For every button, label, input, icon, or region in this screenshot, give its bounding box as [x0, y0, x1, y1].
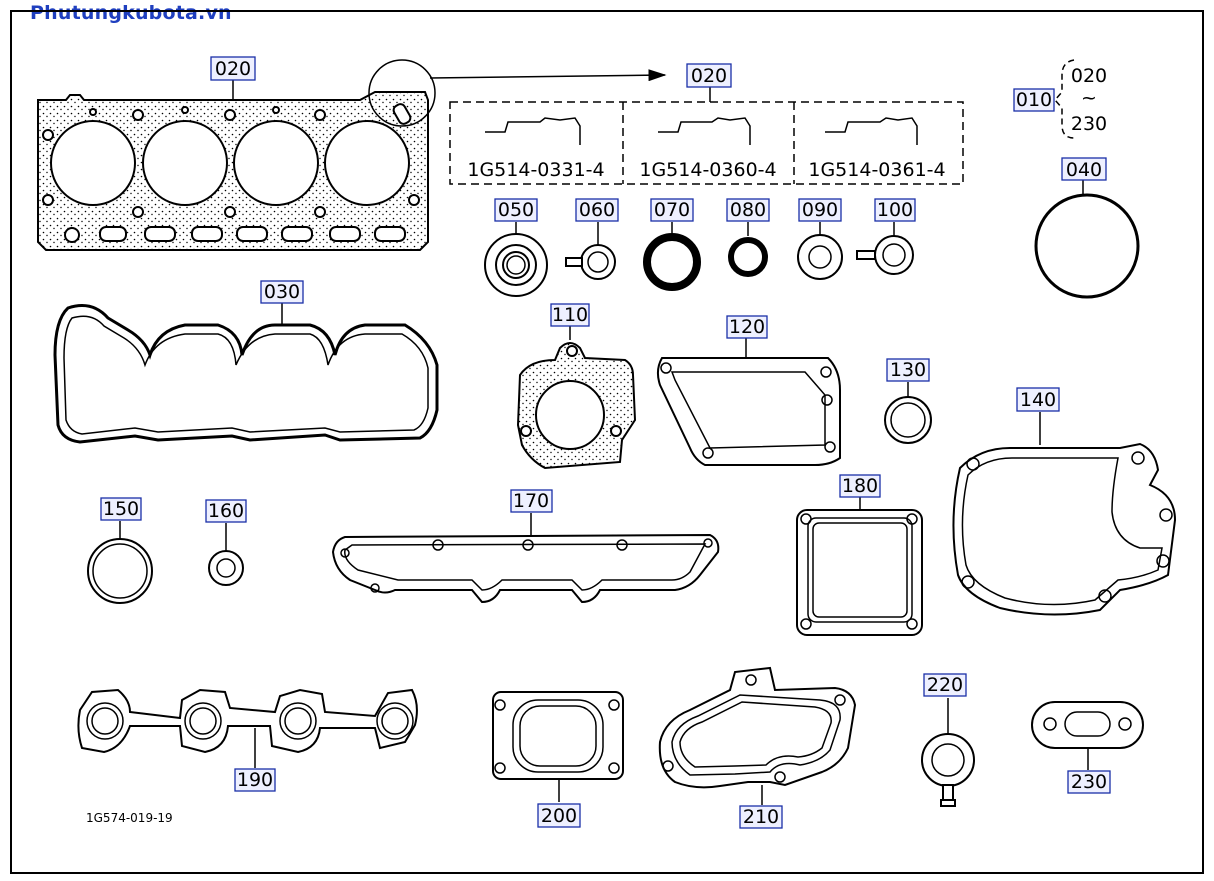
gasket-230 — [1031, 701, 1144, 770]
callout-130: 130 — [890, 359, 926, 381]
o-ring-040 — [1034, 193, 1140, 299]
intake-manifold-gasket-170 — [331, 513, 720, 604]
site-watermark: Phutungkubota.vn — [30, 2, 232, 24]
exhaust-manifold-gasket-190 — [77, 688, 418, 768]
callout-160: 160 — [208, 500, 244, 522]
diagram-frame — [10, 10, 1204, 874]
callout-110: 110 — [552, 304, 588, 326]
callout-150: 150 — [103, 498, 139, 520]
callout-080: 080 — [730, 199, 766, 221]
range-end-230: 230 — [1071, 113, 1107, 135]
gasket-200 — [492, 691, 624, 802]
oil-seal-050 — [484, 222, 548, 297]
callout-020-variants: 020 — [691, 65, 727, 87]
callout-010: 010 — [1016, 89, 1052, 111]
callout-060: 060 — [579, 199, 615, 221]
callout-labels: 020 020 010 020 ~ 230 1G514-0331-4 1G514… — [86, 56, 1111, 829]
range-start-020: 020 — [1071, 65, 1107, 87]
washer-090 — [797, 222, 843, 280]
gasket-180 — [796, 497, 923, 636]
callout-220: 220 — [927, 674, 963, 696]
callout-030: 030 — [264, 281, 300, 303]
o-ring-130 — [884, 382, 932, 444]
callout-190: 190 — [237, 769, 273, 791]
callout-020-head: 020 — [215, 58, 251, 80]
part-number-2: 1G514-0360-4 — [639, 159, 776, 181]
callout-210: 210 — [743, 806, 779, 828]
part-number-1: 1G514-0331-4 — [467, 159, 604, 181]
callout-170: 170 — [513, 490, 549, 512]
gasket-120 — [656, 338, 841, 466]
callout-040: 040 — [1066, 159, 1102, 181]
part-number-3: 1G514-0361-4 — [808, 159, 945, 181]
drawing-code: 1G574-019-19 — [86, 811, 173, 825]
thermostat-gasket-110 — [516, 326, 637, 470]
gasket-100 — [856, 222, 914, 275]
callout-180: 180 — [842, 475, 878, 497]
callout-200: 200 — [541, 805, 577, 827]
callout-140: 140 — [1020, 389, 1056, 411]
callout-100: 100 — [877, 199, 913, 221]
o-ring-080 — [728, 222, 768, 277]
head-gasket-020 — [37, 59, 436, 251]
callout-070: 070 — [654, 199, 690, 221]
callout-050: 050 — [498, 199, 534, 221]
water-pump-gasket-140 — [952, 412, 1177, 616]
gasket-220 — [921, 698, 975, 807]
valve-cover-gasket-030 — [53, 303, 439, 444]
callout-090: 090 — [802, 199, 838, 221]
gasket-210 — [658, 666, 857, 805]
head-gasket-variants-box — [449, 87, 964, 185]
seal-160 — [208, 523, 244, 586]
o-ring-150 — [87, 521, 153, 604]
callout-120: 120 — [729, 316, 765, 338]
callout-230: 230 — [1071, 771, 1107, 793]
o-ring-070 — [643, 222, 701, 291]
gasket-060 — [565, 222, 616, 280]
range-symbol: ~ — [1081, 87, 1097, 109]
